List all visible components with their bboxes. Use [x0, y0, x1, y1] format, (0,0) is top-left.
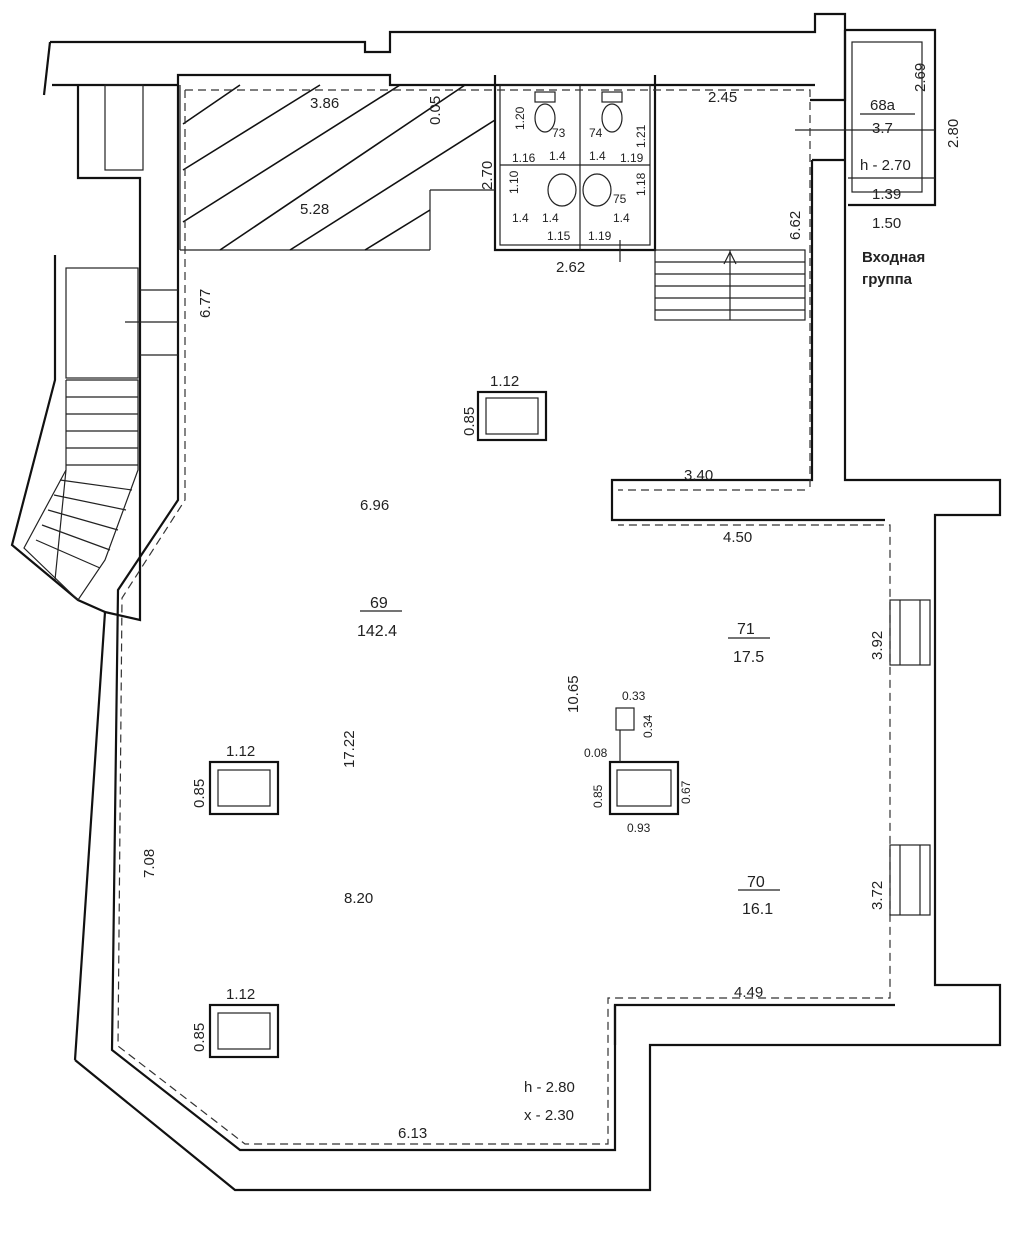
dim-1.16: 1.16 [512, 151, 536, 165]
dim-1.4e: 1.4 [512, 211, 529, 225]
column3-width: 1.12 [226, 986, 255, 1003]
column4-height: 0.85 [591, 784, 605, 808]
dim-3.72: 3.72 [869, 881, 886, 910]
dim-0.34: 0.34 [641, 714, 655, 738]
hatched-area [179, 84, 496, 251]
stair-left [23, 379, 139, 601]
column2-height: 0.85 [191, 779, 208, 808]
dim-1.4c: 1.4 [542, 211, 559, 225]
room-69-area: 142.4 [357, 623, 397, 640]
dim-1.19b: 1.19 [588, 229, 612, 243]
top-wall [42, 12, 847, 102]
dim-1.18: 1.18 [634, 172, 648, 196]
dim-0.93: 0.93 [627, 821, 651, 835]
room-73-number: 73 [552, 126, 566, 140]
ceiling-x: x - 2.30 [524, 1107, 574, 1124]
entrance-block [74, 28, 1002, 1192]
room-outlines [117, 89, 891, 1145]
dim-1.4d: 1.4 [613, 211, 630, 225]
room-70-number: 70 [747, 874, 765, 891]
dim-0.67: 0.67 [679, 780, 693, 804]
dim-3.92: 3.92 [869, 631, 886, 660]
stair-right [654, 249, 806, 321]
dim-10.65: 10.65 [565, 675, 582, 713]
dim-6.13: 6.13 [398, 1125, 427, 1142]
dim-5.28: 5.28 [300, 201, 329, 218]
column2-width: 1.12 [226, 743, 255, 760]
partitions [180, 75, 885, 1045]
column1-width: 1.12 [490, 373, 519, 390]
dim-0.05: 0.05 [427, 96, 444, 125]
dim-0.33: 0.33 [622, 689, 646, 703]
dim-2.62: 2.62 [556, 259, 585, 276]
dim-1.4a: 1.4 [549, 149, 566, 163]
labels: Входная группа 69 142.4 71 17.5 70 16.1 … [141, 63, 962, 1142]
columns [208, 390, 680, 1059]
dim-3.40: 3.40 [684, 467, 713, 484]
dim-1.15: 1.15 [547, 229, 571, 243]
dim-4.49: 4.49 [734, 984, 763, 1001]
dim-1.21: 1.21 [634, 124, 648, 148]
dim-2.69: 2.69 [912, 63, 929, 92]
dim-2.70: 2.70 [479, 161, 496, 190]
wc-fixtures [534, 91, 623, 262]
dim-0.08: 0.08 [584, 746, 608, 760]
room-71-area: 17.5 [733, 649, 764, 666]
dim-1.10: 1.10 [507, 170, 521, 194]
dim-1.19a: 1.19 [620, 151, 644, 165]
room-71-number: 71 [737, 621, 755, 638]
room-74-number: 74 [589, 126, 603, 140]
entry-label-line2: группа [862, 271, 913, 288]
room-69-number: 69 [370, 595, 388, 612]
room-68a-number: 68а [870, 97, 896, 114]
windows [889, 599, 931, 916]
dim-3.86: 3.86 [310, 95, 339, 112]
room-75-number: 75 [613, 192, 627, 206]
dim-8.20: 8.20 [344, 890, 373, 907]
entry-label-line1: Входная [862, 249, 925, 266]
dim-1.20: 1.20 [513, 106, 527, 130]
dim-2.80: 2.80 [945, 119, 962, 148]
room-68a-height: h - 2.70 [860, 157, 911, 174]
left-wall [10, 84, 895, 1152]
room-70-area: 16.1 [742, 901, 773, 918]
column1-height: 0.85 [461, 407, 478, 436]
dim-6.62: 6.62 [787, 211, 804, 240]
ceiling-height: h - 2.80 [524, 1079, 575, 1096]
dim-4.50: 4.50 [723, 529, 752, 546]
column3-height: 0.85 [191, 1023, 208, 1052]
dim-1.39: 1.39 [872, 186, 901, 203]
room-68a-area: 3.7 [872, 120, 893, 137]
dim-1.4b: 1.4 [589, 149, 606, 163]
dim-2.45: 2.45 [708, 89, 737, 106]
dim-1.50: 1.50 [872, 215, 901, 232]
dim-17.22: 17.22 [341, 730, 358, 768]
dim-6.77: 6.77 [197, 289, 214, 318]
dim-7.08: 7.08 [141, 849, 158, 878]
dim-6.96: 6.96 [360, 497, 389, 514]
